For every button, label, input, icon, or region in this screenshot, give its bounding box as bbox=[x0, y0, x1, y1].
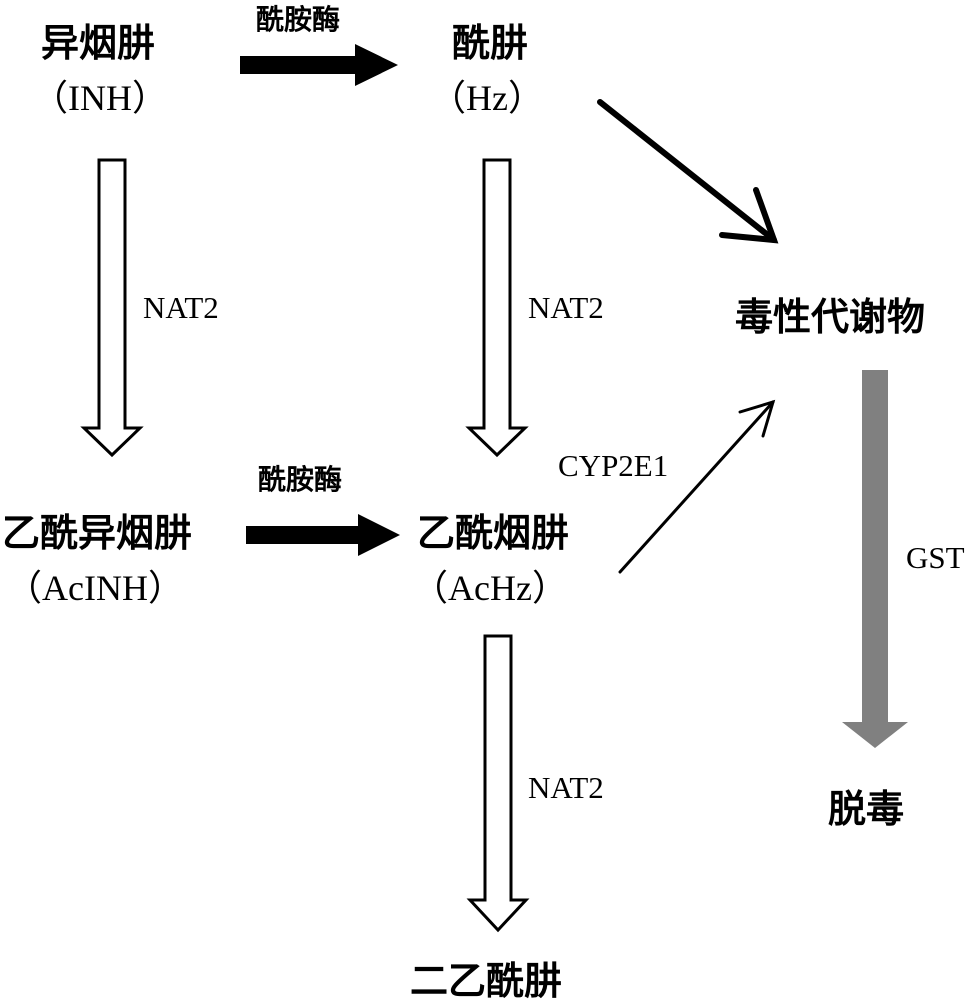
nat2-arrow-left bbox=[80, 158, 144, 458]
node-diacetylhydrazine: 二乙酰肼 bbox=[410, 959, 563, 1003]
gst-arrow bbox=[842, 370, 908, 748]
nat2-arrow-bottom bbox=[466, 634, 530, 933]
node-acinh-name: 乙酰异烟肼 bbox=[2, 511, 193, 555]
cyp2e1-arrow bbox=[618, 399, 776, 574]
amidase-arrow-top bbox=[240, 44, 398, 86]
enzyme-gst: GST bbox=[906, 540, 965, 575]
node-acinh-abbr: （AcINH） bbox=[6, 568, 184, 608]
enzyme-nat2-middle: NAT2 bbox=[528, 290, 604, 325]
enzyme-amidase-middle: 酰胺酶 bbox=[258, 463, 343, 496]
node-hz-abbr: （Hz） bbox=[430, 78, 544, 118]
node-achz-name: 乙酰烟肼 bbox=[417, 511, 570, 555]
enzyme-amidase-top: 酰胺酶 bbox=[256, 3, 341, 36]
node-toxic-metabolites: 毒性代谢物 bbox=[735, 295, 926, 339]
nat2-arrow-middle bbox=[465, 158, 529, 458]
hz-to-toxic-arrow bbox=[597, 99, 779, 244]
node-hz-name: 酰肼 bbox=[452, 21, 529, 65]
enzyme-cyp2e1: CYP2E1 bbox=[558, 448, 669, 483]
enzyme-nat2-left: NAT2 bbox=[143, 290, 219, 325]
node-achz-abbr: （AcHz） bbox=[412, 568, 568, 608]
node-detox: 脱毒 bbox=[828, 787, 905, 831]
enzyme-nat2-bottom: NAT2 bbox=[528, 770, 604, 805]
amidase-arrow-middle bbox=[246, 514, 400, 556]
node-inh-name: 异烟肼 bbox=[41, 21, 156, 65]
node-inh-abbr: （INH） bbox=[32, 78, 168, 118]
